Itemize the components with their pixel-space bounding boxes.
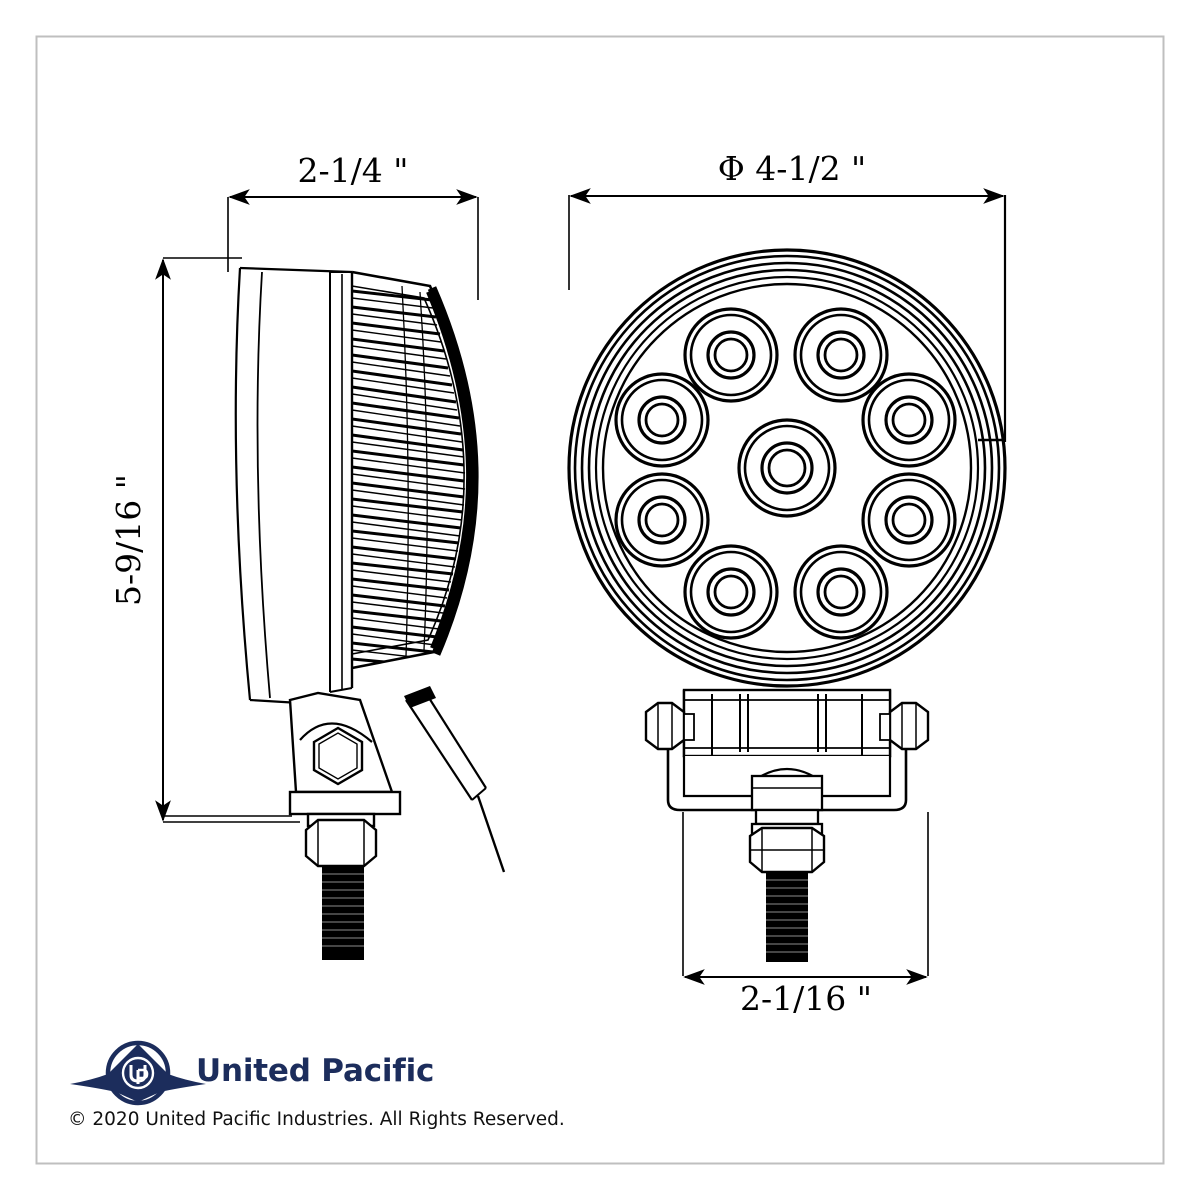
brand-wordmark: United Pacific <box>196 1053 435 1089</box>
led-ring-1 <box>683 307 779 403</box>
side-hex-nut <box>304 812 378 868</box>
side-threaded-stud <box>322 866 364 960</box>
led-ring-3 <box>614 372 710 468</box>
led-ring-6 <box>861 472 957 568</box>
dimension-side-height: 5-9/16 " <box>109 257 300 823</box>
dimension-label-bracket-width: 2-1/16 " <box>740 979 872 1018</box>
dimension-label-side-height: 5-9/16 " <box>109 474 148 606</box>
dimension-front-diameter: Φ 4-1/2 " <box>568 149 1007 442</box>
front-led-array <box>614 307 957 640</box>
side-rear-shell-edge <box>426 286 479 656</box>
dimension-label-side-width: 2-1/4 " <box>298 151 409 190</box>
front-hex-nut-left <box>644 701 695 751</box>
led-ring-4 <box>861 372 957 468</box>
sheet-border <box>35 35 1165 1165</box>
front-threaded-stud <box>766 872 808 962</box>
side-view-group <box>163 266 506 960</box>
front-view-group <box>567 248 1007 962</box>
dimension-side-width: 2-1/4 " <box>227 151 479 300</box>
front-lower-hex-nut <box>748 826 826 874</box>
side-hex-bolt <box>312 726 364 786</box>
front-hex-nut-right <box>879 701 930 751</box>
copyright-notice: © 2020 United Pacific Industries. All Ri… <box>68 1109 565 1130</box>
dimension-bracket-width: 2-1/16 " <box>682 812 929 1018</box>
side-lens-housing <box>234 266 354 705</box>
led-ring-5 <box>614 472 710 568</box>
side-cooling-fins <box>352 285 466 668</box>
led-ring-2 <box>793 307 889 403</box>
united-pacific-logo-icon <box>70 1040 206 1106</box>
side-wire-grommet <box>404 686 436 708</box>
led-center <box>737 418 837 518</box>
dimension-label-front-diameter: Φ 4-1/2 " <box>718 149 866 188</box>
front-center-pivot-nut <box>750 767 824 812</box>
side-power-wire <box>405 689 506 873</box>
front-outer-rim <box>567 248 1007 688</box>
led-ring-8 <box>793 544 889 640</box>
led-ring-7 <box>683 544 779 640</box>
